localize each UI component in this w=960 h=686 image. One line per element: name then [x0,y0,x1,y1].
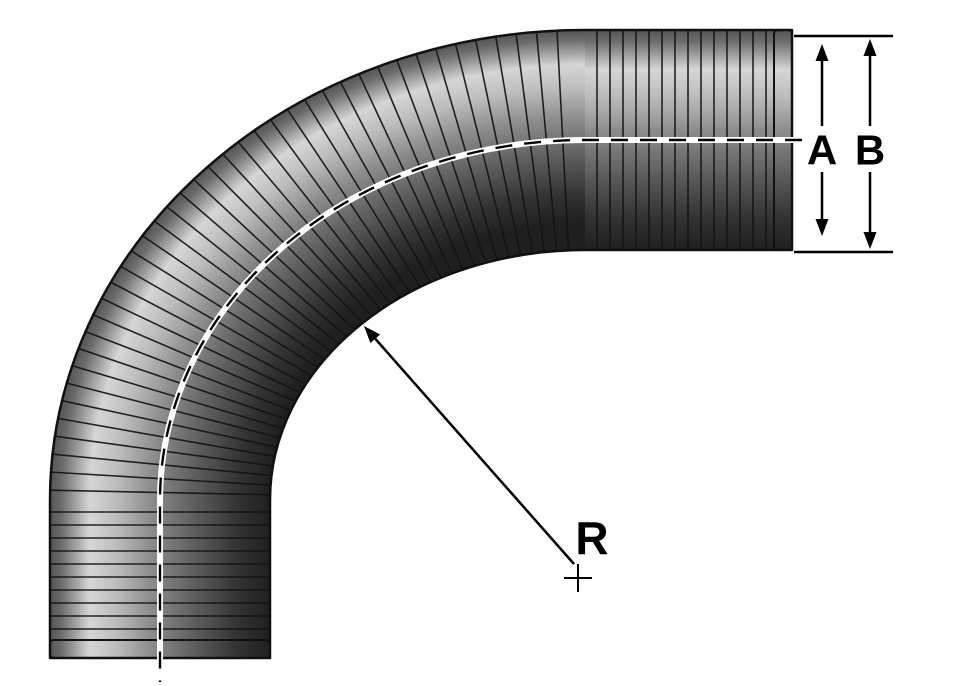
tube-centerline [157,137,802,682]
dimension-annotations [364,34,893,592]
dim-a-arrow-up [815,44,829,126]
bend-center-cross [564,564,592,592]
dim-b-arrow-up [863,39,877,126]
tube-bend-section [50,30,585,500]
dim-label-r: R [575,512,608,564]
dim-r-leader-arrow [364,326,575,565]
dim-label-b: B [855,127,885,174]
dim-b-arrow-down [863,172,877,249]
tube-graphic [48,28,802,682]
dim-label-a: A [807,127,837,174]
dim-a-arrow-down [815,172,829,236]
tube-outline [48,28,794,660]
